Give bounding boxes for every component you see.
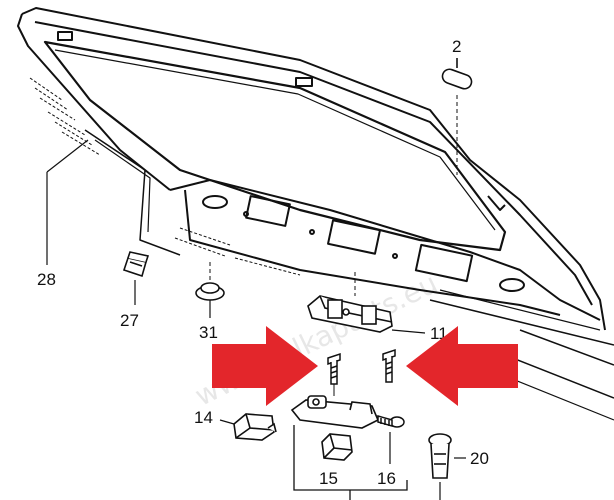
label-14: 14	[194, 408, 213, 427]
tailgate-panel	[17, 7, 614, 421]
label-28: 28	[37, 270, 56, 289]
leader-28-b	[46, 139, 89, 173]
group-bracket	[293, 425, 408, 500]
label-15: 15	[319, 469, 338, 488]
label-31: 31	[199, 323, 218, 342]
part-16-screw	[377, 415, 405, 464]
label-16: 16	[377, 469, 396, 488]
label-20: 20	[470, 449, 489, 468]
part-14-block	[219, 413, 277, 441]
part-2-buffer	[441, 58, 473, 175]
part-11-latch	[307, 272, 426, 334]
part-31-grommet	[195, 262, 225, 318]
part-15-block	[321, 433, 353, 461]
red-arrow-right	[406, 326, 518, 406]
latch-screw-right	[382, 348, 396, 383]
part-27-plug	[122, 251, 150, 305]
striker-bracket	[290, 395, 380, 429]
red-arrow-left	[212, 326, 318, 406]
seal-strip	[29, 77, 301, 276]
latch-screw-left	[327, 352, 341, 396]
label-2: 2	[452, 37, 461, 56]
label-27: 27	[120, 311, 139, 330]
watermark-text: www.volkaparts.eu	[190, 267, 443, 413]
part-20-stopper	[428, 433, 466, 500]
